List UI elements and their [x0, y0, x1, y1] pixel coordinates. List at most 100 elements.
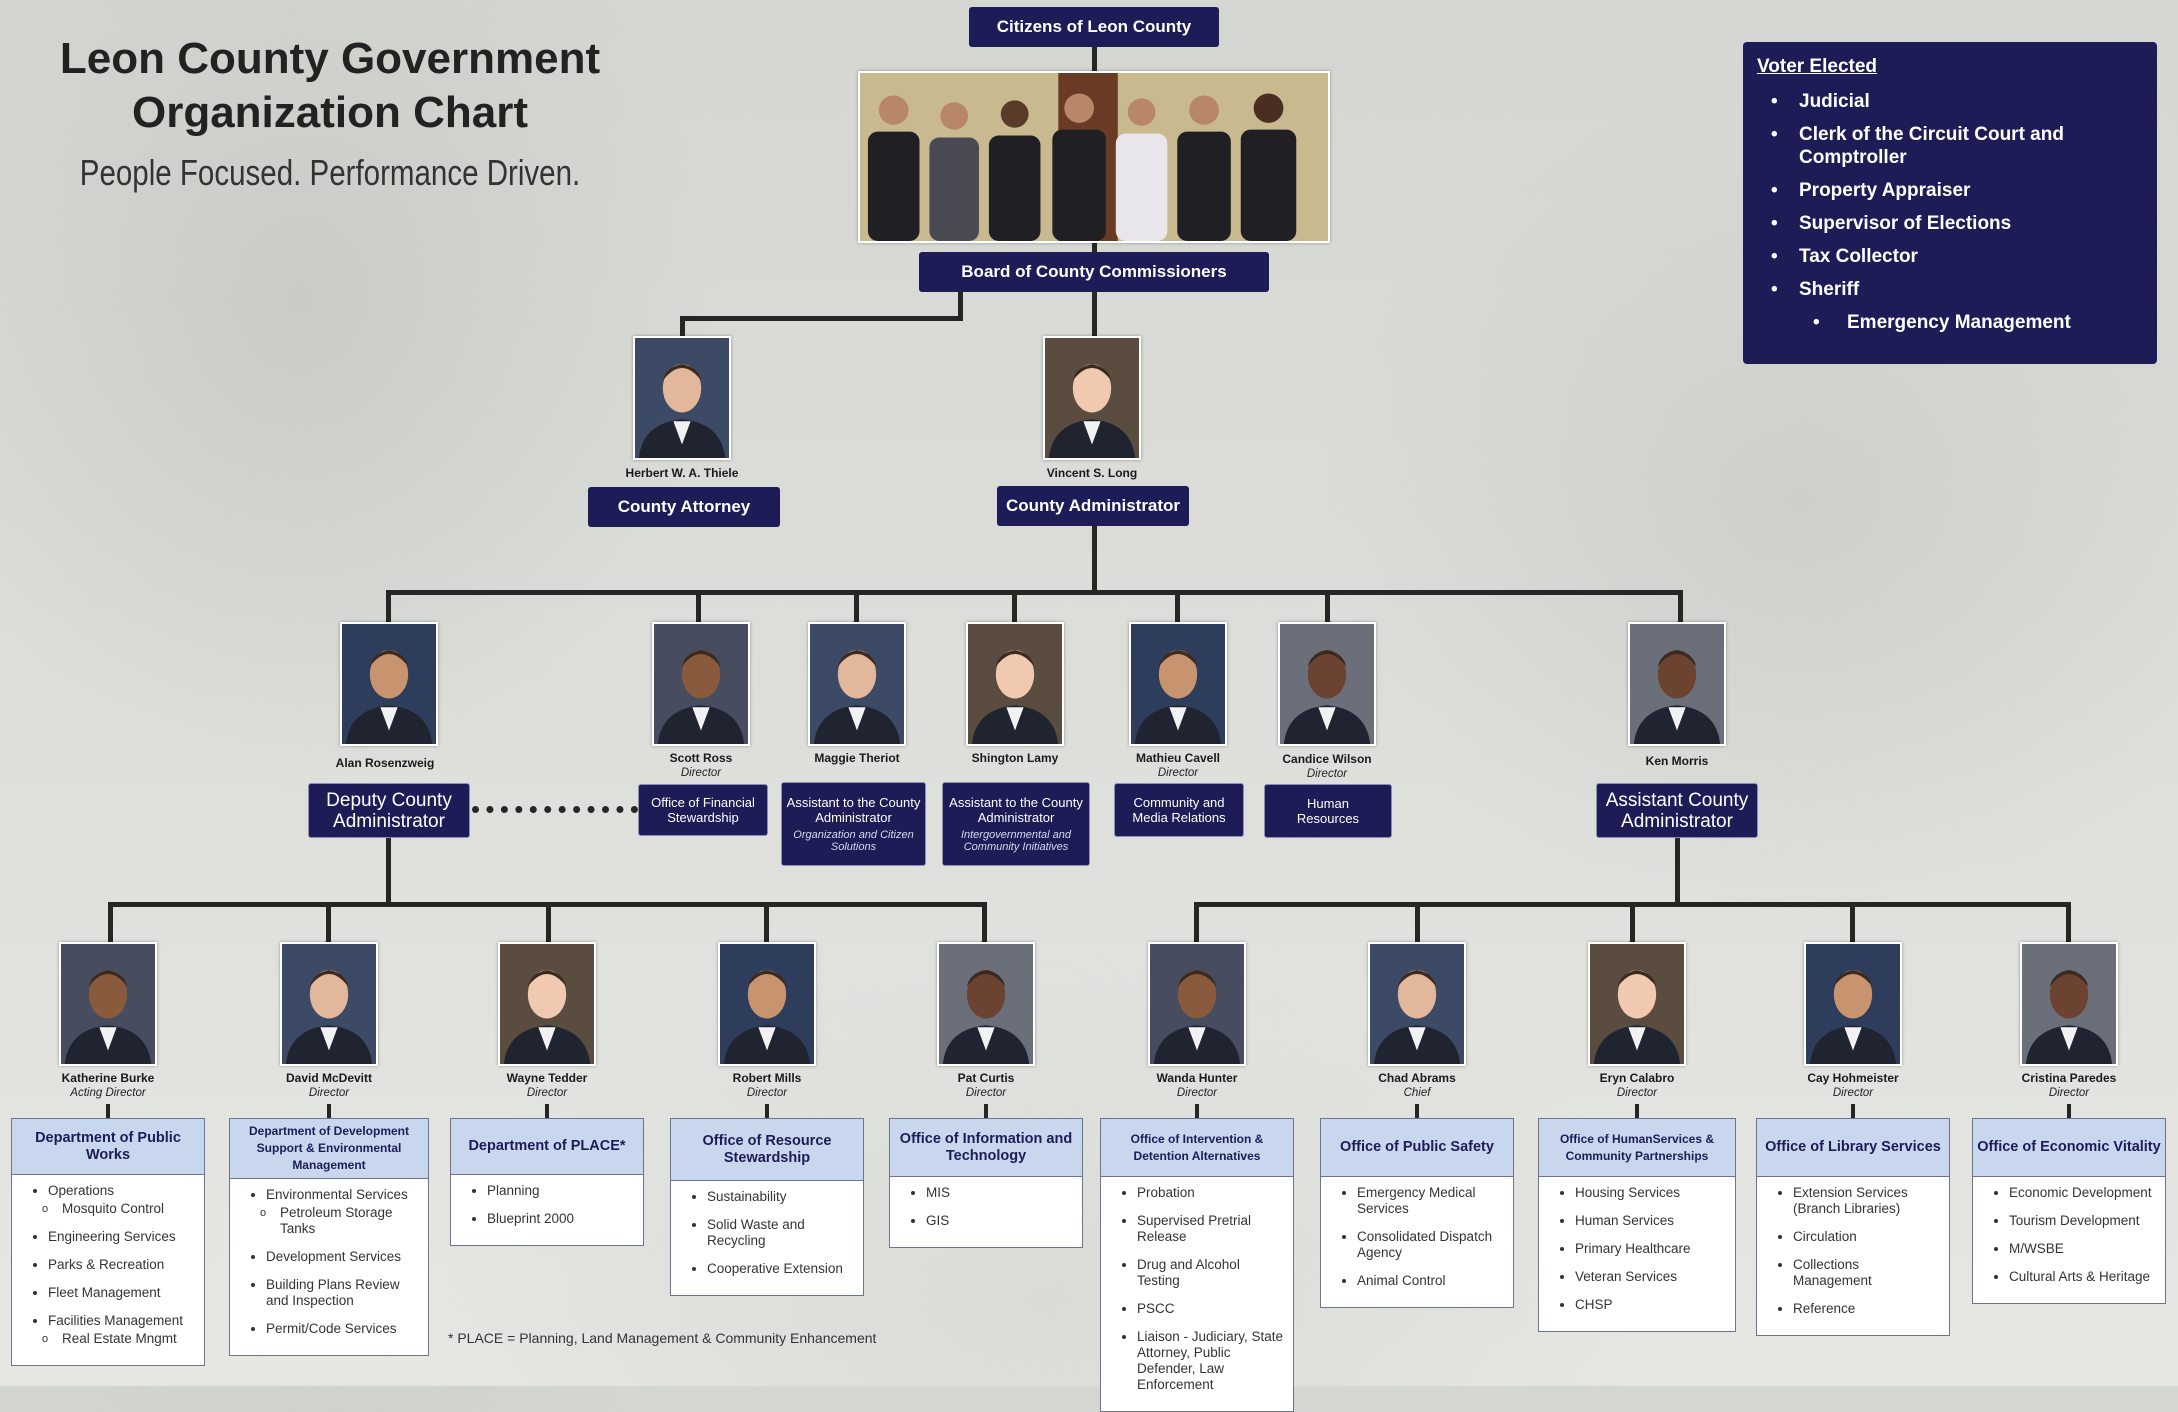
administrator-name: Vincent S. Long — [1046, 466, 1138, 480]
footnote: * PLACE = Planning, Land Management & Co… — [448, 1330, 877, 1346]
portrait-image — [1131, 624, 1225, 744]
connector-line — [1850, 902, 1855, 942]
board-group-photo — [858, 71, 1330, 243]
middle-title: Director — [1157, 767, 1199, 779]
department-services-list: PlanningBlueprint 2000 — [451, 1175, 643, 1245]
department-name: Office of Information and Technology — [890, 1119, 1082, 1177]
department-service: Supervised Pretrial Release — [1137, 1213, 1285, 1245]
department-service: Cultural Arts & Heritage — [2009, 1269, 2157, 1285]
department-service: Building Plans Review and Inspection — [266, 1277, 420, 1309]
assistant-photo — [1628, 622, 1726, 746]
department-service: Primary Healthcare — [1575, 1241, 1727, 1257]
department-service: Housing Services — [1575, 1185, 1727, 1201]
department-service: Probation — [1137, 1185, 1285, 1201]
department-head-photo — [2020, 942, 2118, 1066]
connector-line — [2066, 902, 2071, 942]
voter-elected-item: Property Appraiser — [1757, 179, 2157, 202]
department-head-name: Chad Abrams — [1378, 1071, 1456, 1085]
portrait-image — [1370, 944, 1464, 1064]
chart-title-line-2: Organization Chart — [131, 88, 529, 137]
connector-line — [386, 590, 391, 622]
connector-line — [1325, 590, 1330, 622]
middle-sub: Organization and Citizen Solutions — [793, 829, 914, 853]
middle-role: Community and Media Relations — [1132, 795, 1226, 825]
department-head-title: Director — [1616, 1087, 1658, 1099]
department-name: Office of Library Services — [1757, 1119, 1949, 1177]
deputy-role: Deputy County Administrator — [326, 789, 452, 832]
department-service: Economic Development — [2009, 1185, 2157, 1201]
department-box: Department of PLACE*PlanningBlueprint 20… — [450, 1118, 644, 1246]
connector-line — [696, 590, 701, 622]
department-head-name: Wanda Hunter — [1156, 1071, 1238, 1085]
department-name: Office of Resource Stewardship — [671, 1119, 863, 1181]
voter-elected-item: Sheriff — [1757, 278, 2157, 301]
department-service: M/WSBE — [2009, 1241, 2157, 1257]
portrait-image — [1806, 944, 1900, 1064]
department-head-photo — [1148, 942, 1246, 1066]
connector-line — [545, 1104, 549, 1118]
portrait-image — [500, 944, 594, 1064]
middle-role: Human Resources — [1296, 796, 1360, 826]
department-name: Department of PLACE* — [451, 1119, 643, 1175]
department-service: Tourism Development — [2009, 1213, 2157, 1229]
attorney-box: County Attorney — [588, 487, 780, 527]
department-services-list: Economic DevelopmentTourism DevelopmentM… — [1973, 1177, 2165, 1303]
department-service: GIS — [926, 1213, 1074, 1229]
voter-elected-item: Tax Collector — [1757, 245, 2157, 268]
department-services-list: SustainabilitySolid Waste and RecyclingC… — [671, 1181, 863, 1295]
connector-line — [1092, 47, 1097, 73]
department-service: Extension Services (Branch Libraries) — [1793, 1185, 1941, 1217]
chart-title-line-1: Leon County Government — [59, 34, 601, 83]
department-service: Cooperative Extension — [707, 1261, 855, 1277]
voter-elected-item: Supervisor of Elections — [1757, 212, 2157, 235]
assistant-name: Ken Morris — [1645, 754, 1709, 768]
portrait-image — [2022, 944, 2116, 1064]
department-head-photo — [59, 942, 157, 1066]
portrait-image — [1045, 338, 1139, 458]
middle-sub: Intergovernmental and Community Initiati… — [960, 829, 1072, 853]
attorney-name: Herbert W. A. Thiele — [625, 466, 739, 480]
department-box: Office of Intervention & Detention Alter… — [1100, 1118, 1294, 1412]
deputy-box: Deputy County Administrator — [308, 783, 470, 838]
portrait-image — [1150, 944, 1244, 1064]
department-head-photo — [718, 942, 816, 1066]
connector-line — [1195, 1104, 1199, 1118]
department-services-list: Housing ServicesHuman ServicesPrimary He… — [1539, 1177, 1735, 1331]
department-head-name: Robert Mills — [732, 1071, 802, 1085]
connector-line — [1851, 1104, 1855, 1118]
connector-line — [1675, 838, 1680, 906]
department-box: Department of Development Support & Envi… — [229, 1118, 429, 1356]
connector-line — [764, 902, 769, 942]
portrait-image — [720, 944, 814, 1064]
middle-name: Scott Ross — [669, 751, 733, 765]
portrait-image — [1280, 624, 1374, 744]
connector-line — [680, 316, 963, 321]
department-service: Drug and Alcohol Testing — [1137, 1257, 1285, 1289]
connector-line — [386, 590, 1683, 595]
voter-elected-item: Clerk of the Circuit Court and Comptroll… — [1757, 123, 2157, 169]
department-head-photo — [937, 942, 1035, 1066]
department-head-title: Director — [1832, 1087, 1874, 1099]
department-head-name: Katherine Burke — [61, 1071, 155, 1085]
department-sub-service: Petroleum Storage Tanks — [260, 1205, 420, 1237]
portrait-image — [635, 338, 729, 458]
tagline: People Focused. Performance Driven. — [79, 152, 581, 193]
portrait-image — [654, 624, 748, 744]
assistant-box: Assistant County Administrator — [1596, 783, 1758, 838]
connector-line — [1175, 590, 1180, 622]
department-head-title: Acting Director — [70, 1087, 146, 1099]
administrator-photo — [1043, 336, 1141, 460]
department-head-name: Wayne Tedder — [506, 1071, 588, 1085]
connector-line — [984, 1104, 988, 1118]
department-service: Environmental Services — [266, 1187, 420, 1203]
connector-line — [680, 316, 685, 336]
middle-title: Director — [1306, 768, 1348, 780]
department-service: Blueprint 2000 — [487, 1211, 635, 1227]
department-service: Animal Control — [1357, 1273, 1505, 1289]
middle-photo — [1278, 622, 1376, 746]
department-name: Office of Intervention & Detention Alter… — [1101, 1119, 1293, 1177]
dotted-connector-line — [472, 806, 638, 813]
department-name: Office of Public Safety — [1321, 1119, 1513, 1177]
voter-elected-sub-item: Emergency Management — [1757, 311, 2157, 334]
